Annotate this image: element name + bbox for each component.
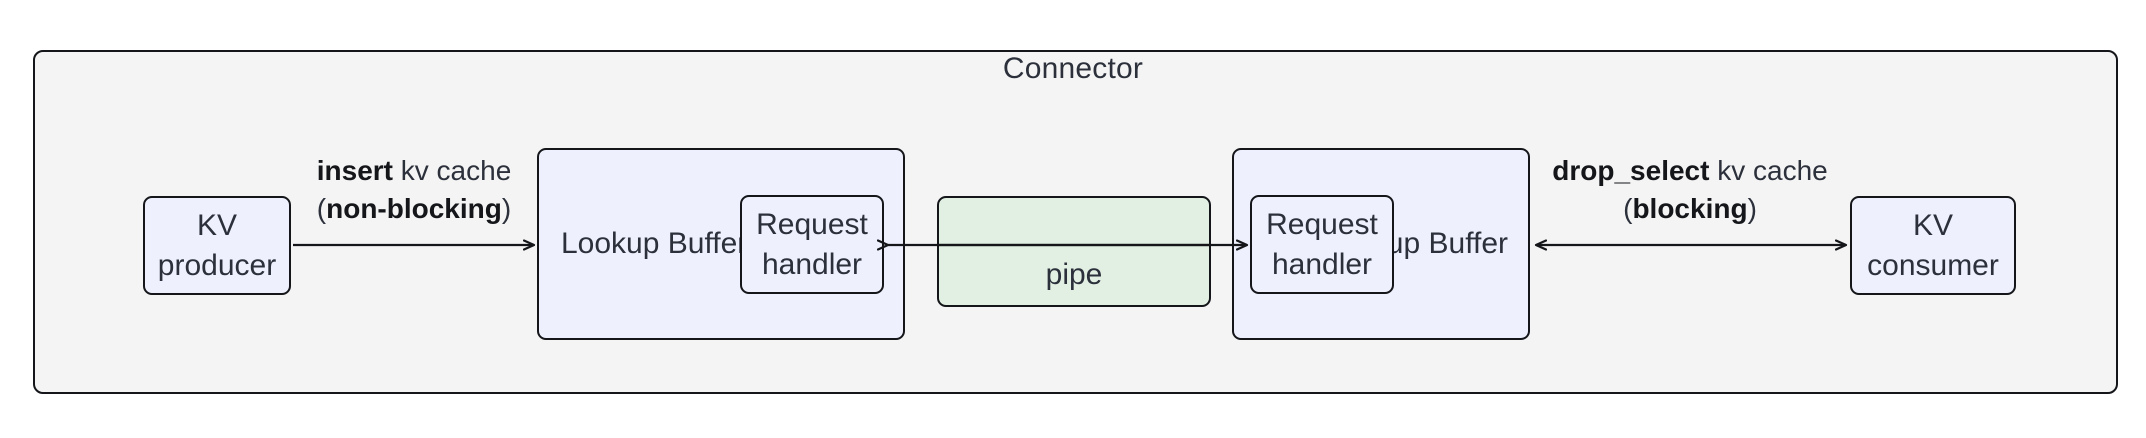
edge-label-drop-select-mode: blocking <box>1632 192 1748 224</box>
edge-label-drop-select-close: ) <box>1747 192 1757 224</box>
edge-label-insert-line2: (non-blocking) <box>291 190 537 228</box>
node-request-handler-left-line1: Request <box>756 207 868 241</box>
node-kv-producer-line1: KV <box>196 208 238 242</box>
edge-label-insert-op: insert <box>316 155 393 186</box>
edge-label-drop-select-open: ( <box>1623 192 1633 224</box>
edge-label-drop-select: drop_select kv cache (blocking) <box>1530 152 1850 228</box>
node-kv-consumer[interactable]: KV consumer <box>1850 196 2016 295</box>
connector-title: Connector <box>1002 52 1144 85</box>
node-request-handler-right[interactable]: Request handler <box>1250 195 1394 294</box>
node-kv-consumer-line2: consumer <box>1867 248 1999 282</box>
node-kv-producer[interactable]: KV producer <box>143 196 291 295</box>
node-pipe-label: pipe <box>1045 258 1103 291</box>
node-lookup-buffer-left-text: Lookup Buffer <box>561 224 747 264</box>
node-lookup-buffer-right-line2: Buffer <box>1428 227 1509 261</box>
edge-label-drop-select-op: drop_select <box>1552 155 1710 186</box>
edge-label-insert-mode: non-blocking <box>326 192 502 224</box>
node-request-handler-left-line2: handler <box>761 247 863 281</box>
node-request-handler-left[interactable]: Request handler <box>740 195 884 294</box>
edge-label-drop-select-line1: drop_select kv cache <box>1530 152 1850 190</box>
edge-label-insert-rest: kv cache <box>392 155 512 186</box>
edge-label-drop-select-rest: kv cache <box>1709 155 1828 186</box>
node-lookup-buffer-left-line2: Buffer <box>667 227 748 261</box>
node-kv-producer-line2: producer <box>157 248 277 282</box>
node-lookup-buffer-left-line1: Lookup <box>561 227 660 261</box>
edge-label-insert: insert kv cache (non-blocking) <box>291 152 537 228</box>
node-request-handler-right-line1: Request <box>1266 207 1378 241</box>
edge-label-insert-open: ( <box>316 192 327 224</box>
edge-label-insert-close: ) <box>501 192 512 224</box>
node-request-handler-right-line2: handler <box>1271 247 1373 281</box>
node-kv-consumer-line1: KV <box>1912 208 1954 242</box>
edge-label-drop-select-line2: (blocking) <box>1530 190 1850 228</box>
node-lookup-buffer-left[interactable]: Lookup Buffer <box>537 148 905 340</box>
node-pipe[interactable] <box>937 196 1211 307</box>
edge-label-insert-line1: insert kv cache <box>291 152 537 190</box>
